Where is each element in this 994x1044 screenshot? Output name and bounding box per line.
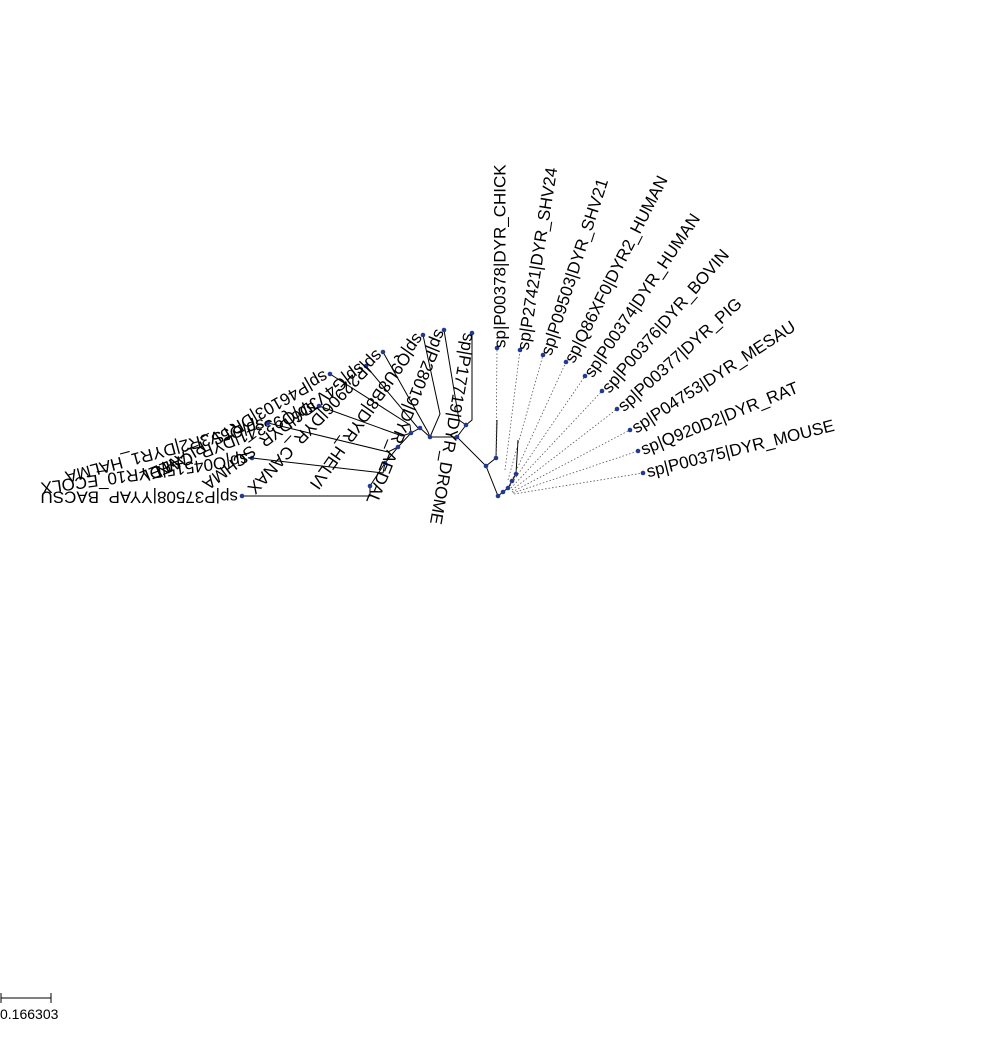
- internal-node: [500, 489, 506, 495]
- leaf-labels: sp|P37508|YYAP_BACSUsp|O04515|DYR10_ECOL…: [40, 164, 837, 526]
- leaf-node: [540, 352, 546, 358]
- leaf-connector: [513, 472, 644, 495]
- scale-bar: 0.166303: [0, 993, 59, 1022]
- internal-node: [463, 422, 469, 428]
- internal-node: [509, 478, 515, 484]
- leaf-node: [627, 427, 633, 433]
- branch-helvi: [422, 334, 441, 438]
- leaf-node: [316, 403, 322, 409]
- branch-caeel: [318, 405, 412, 437]
- internal-node: [417, 425, 423, 431]
- leaf-node: [582, 373, 588, 379]
- leaf-node: [327, 371, 333, 377]
- scale-bar-label: 0.166303: [0, 1006, 59, 1022]
- leaf-label: sp|P00375|DYR_MOUSE: [644, 416, 836, 481]
- branch-drome: [465, 333, 473, 426]
- leaf-node: [614, 406, 620, 412]
- internal-node: [483, 463, 489, 469]
- internal-node: [493, 455, 499, 461]
- leaf-label: sp|P00378|DYR_CHICK: [490, 164, 509, 348]
- branch-aedal: [443, 329, 467, 426]
- branch-halma: [267, 422, 399, 453]
- leaf-node: [441, 327, 447, 333]
- branch-bacsu: [242, 486, 371, 497]
- leaf-node: [640, 470, 646, 476]
- branch-backbone-1: [369, 424, 467, 487]
- internal-node: [495, 493, 501, 499]
- internal-node: [367, 483, 373, 489]
- leaf-connector: [507, 354, 544, 481]
- leaf-node: [420, 332, 426, 338]
- leaf-connector: [511, 408, 618, 491]
- leaf-node: [363, 363, 369, 369]
- leaf-node: [635, 448, 641, 454]
- internal-node: [513, 471, 519, 477]
- leaf-label: sp|P37508|YYAP_BACSU: [40, 488, 238, 507]
- internal-node: [505, 485, 511, 491]
- leaf-connectors: [495, 347, 644, 495]
- tree-nodes: [239, 327, 646, 499]
- internal-node: [408, 430, 414, 436]
- internal-node: [382, 460, 388, 466]
- leaf-connector: [510, 390, 603, 489]
- leaf-node: [469, 330, 475, 336]
- internal-node: [395, 444, 401, 450]
- leaf-node: [380, 349, 386, 355]
- leaf-connector: [509, 361, 567, 485]
- branch-ecolx: [251, 457, 386, 474]
- leaf-connector: [512, 450, 639, 494]
- internal-node: [454, 434, 460, 440]
- leaf-node: [563, 359, 569, 365]
- leaf-connector: [511, 429, 631, 493]
- leaf-node: [599, 388, 605, 394]
- leaf-connector: [495, 347, 498, 461]
- internal-node: [427, 434, 433, 440]
- leaf-connector: [504, 349, 521, 471]
- leaf-node: [494, 345, 500, 351]
- branch-plavn: [329, 373, 412, 434]
- leaf-node: [517, 347, 523, 353]
- leaf-node: [265, 420, 271, 426]
- leaf-node: [249, 455, 255, 461]
- branch-backbone-2: [456, 436, 499, 497]
- leaf-node: [239, 493, 245, 499]
- leaf-connector: [509, 375, 586, 487]
